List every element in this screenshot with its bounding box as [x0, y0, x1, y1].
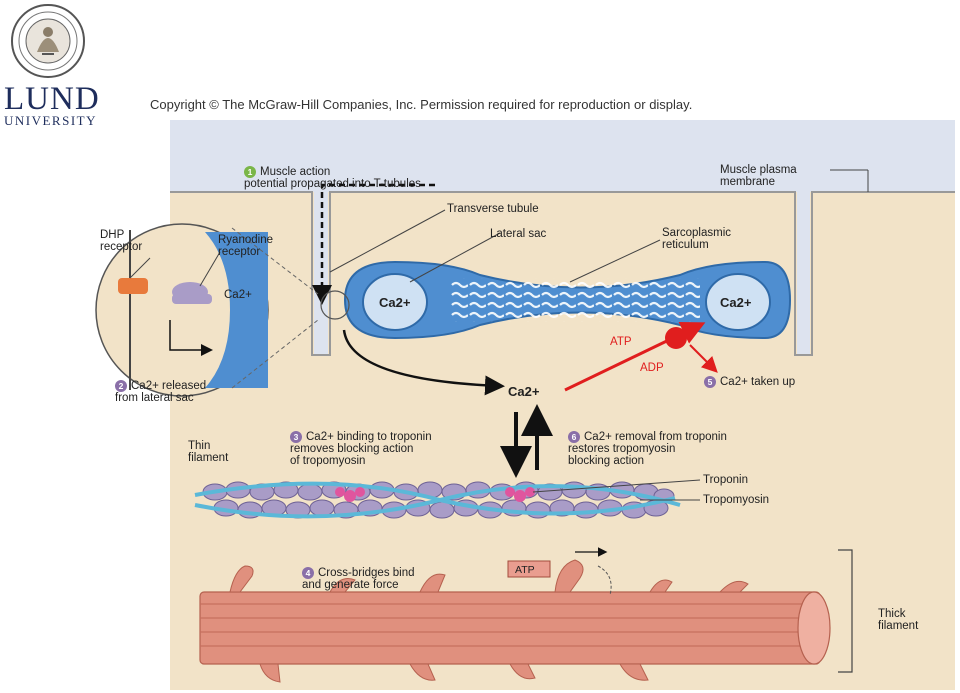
logo-word-lund: LUND: [4, 81, 100, 117]
step-6-number: 6: [568, 431, 580, 443]
plasma-membrane: [170, 191, 955, 356]
thick-filament: [199, 559, 831, 683]
lateral-sac-label: Lateral sac: [490, 228, 547, 240]
step-5-text: Ca2+ taken up: [720, 376, 796, 388]
step-2-text: Ca2+ released from lateral sac: [115, 380, 207, 404]
step-3-number: 3: [290, 431, 302, 443]
step-6-text: Ca2+ removal from troponin restores trop…: [568, 431, 727, 467]
step-1-text: Muscle action potential propagated into …: [244, 166, 421, 190]
step-3-text: Ca2+ binding to troponin removes blockin…: [290, 431, 432, 467]
action-potential-path: [312, 183, 435, 305]
dhp-receptor-shape: [118, 278, 148, 294]
calcium-pump: [665, 327, 687, 349]
atp-box: [507, 560, 551, 578]
calcium-inset-label: Ca2+: [224, 289, 252, 301]
extracellular-region: [170, 120, 955, 195]
ryanodine-receptor-label: Ryanodine receptor: [218, 234, 273, 258]
step-4-number: 4: [302, 567, 314, 579]
lateral-sac-right: [705, 273, 771, 331]
dhp-receptor-label: DHP receptor: [100, 229, 143, 253]
university-logo: LUND UNIVERSITY: [4, 81, 100, 128]
calcium-left-sac-label: Ca2+: [379, 295, 411, 310]
step-5-number: 5: [704, 376, 716, 388]
copyright-notice: Copyright © The McGraw-Hill Companies, I…: [150, 97, 693, 112]
university-seal-icon: [11, 4, 85, 78]
thin-filament-label: Thin filament: [188, 440, 229, 464]
adp-label: ADP: [640, 362, 664, 374]
step-2-number: 2: [115, 380, 127, 392]
sarcoplasmic-reticulum: [343, 260, 792, 340]
logo-word-university: UNIVERSITY: [4, 113, 97, 128]
tropomyosin-strand-2: [194, 484, 681, 519]
release-arrow: [342, 329, 505, 396]
troponin-label: Troponin: [703, 474, 748, 486]
tropomyosin-label: Tropomyosin: [703, 494, 770, 506]
step-4-text: Cross-bridges bind and generate force: [302, 567, 415, 591]
lateral-sac-left: [362, 273, 428, 331]
sarcoplasmic-reticulum-label: Sarcoplasmic reticulum: [662, 227, 732, 251]
step-1-number: 1: [244, 166, 256, 178]
muscle-plasma-membrane-label: Muscle plasma membrane: [720, 164, 797, 188]
thick-filament-label: Thick filament: [878, 608, 919, 632]
atp-label-crossbridge: ATP: [515, 564, 535, 576]
calcium-cytosol-label: Ca2+: [508, 384, 540, 399]
calcium-right-sac-label: Ca2+: [720, 295, 752, 310]
step-5-label: 5 Ca2+ taken up: [704, 364, 795, 388]
thin-filament: [194, 481, 681, 519]
atp-label-pump: ATP: [610, 336, 632, 348]
transverse-tubule-label: Transverse tubule: [447, 203, 539, 215]
